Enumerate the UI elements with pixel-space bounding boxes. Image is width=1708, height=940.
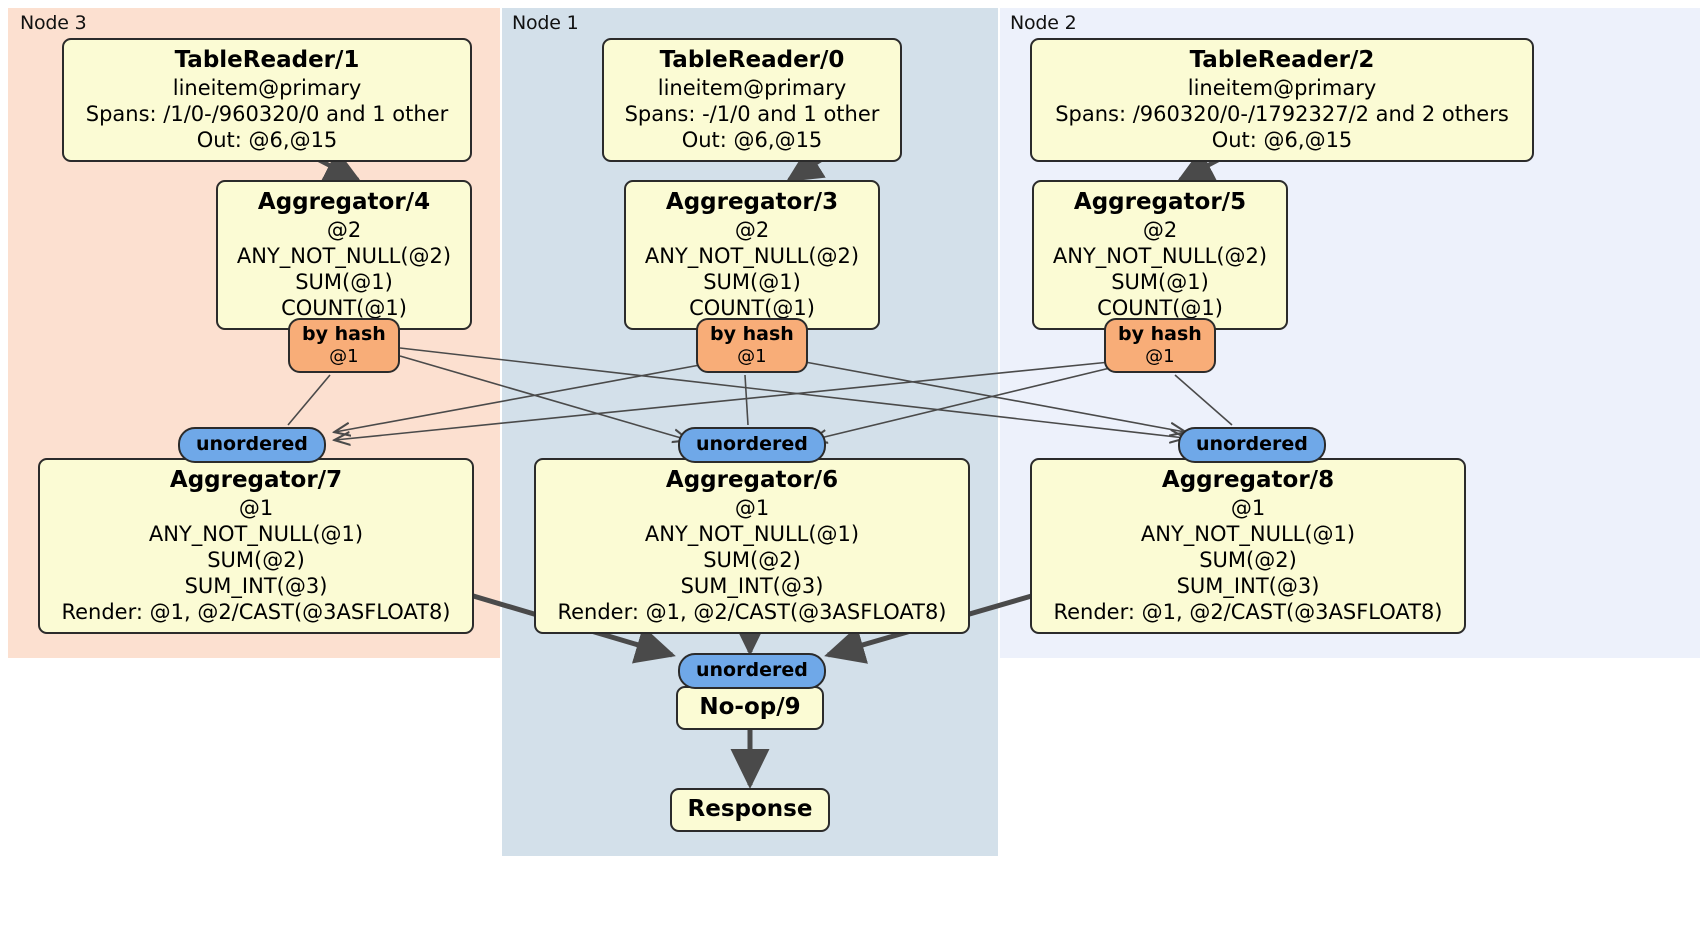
- processor-no-op-9[interactable]: No-op/9: [676, 686, 824, 730]
- processor-line: @2: [326, 218, 362, 242]
- processor-line: SUM(@1): [295, 270, 393, 294]
- synchronizer-unordered-right[interactable]: unordered: [1178, 427, 1326, 463]
- router-subtitle: @1: [737, 346, 767, 367]
- processor-line: ANY_NOT_NULL(@1): [1140, 522, 1356, 546]
- router-by-hash-right[interactable]: by hash @1: [1104, 318, 1216, 373]
- processor-line: SUM(@1): [703, 270, 801, 294]
- synchronizer-unordered-final[interactable]: unordered: [678, 653, 826, 689]
- processor-line: ANY_NOT_NULL(@2): [236, 244, 452, 268]
- router-by-hash-mid[interactable]: by hash @1: [696, 318, 808, 373]
- processor-title: TableReader/0: [659, 47, 845, 73]
- processor-aggregator-3[interactable]: Aggregator/3 @2 ANY_NOT_NULL(@2) SUM(@1)…: [624, 180, 880, 330]
- processor-title: Aggregator/4: [257, 189, 431, 215]
- processor-line: SUM_INT(@3): [680, 574, 824, 598]
- processor-line: Spans: /960320/0-/1792327/2 and 2 others: [1055, 102, 1509, 126]
- processor-line: lineitem@primary: [657, 76, 847, 100]
- processor-line: COUNT(@1): [1097, 296, 1223, 320]
- processor-line: Out: @6,@15: [1211, 128, 1353, 152]
- processor-line: lineitem@primary: [1187, 76, 1377, 100]
- processor-line: Render: @1, @2/CAST(@3ASFLOAT8): [61, 600, 451, 624]
- processor-table-reader-2[interactable]: TableReader/2 lineitem@primary Spans: /9…: [1030, 38, 1534, 162]
- processor-title: Aggregator/3: [665, 189, 839, 215]
- processor-title: Aggregator/7: [169, 467, 343, 493]
- processor-table-reader-0[interactable]: TableReader/0 lineitem@primary Spans: -/…: [602, 38, 902, 162]
- processor-line: COUNT(@1): [281, 296, 407, 320]
- router-title: by hash: [1118, 323, 1202, 345]
- processor-line: @1: [238, 496, 274, 520]
- processor-title: TableReader/1: [174, 47, 360, 73]
- processor-response[interactable]: Response: [670, 788, 830, 832]
- router-title: by hash: [710, 323, 794, 345]
- synchronizer-title: unordered: [1196, 433, 1308, 455]
- processor-aggregator-8[interactable]: Aggregator/8 @1 ANY_NOT_NULL(@1) SUM(@2)…: [1030, 458, 1466, 634]
- synchronizer-title: unordered: [196, 433, 308, 455]
- processor-line: SUM(@2): [703, 548, 801, 572]
- router-subtitle: @1: [329, 346, 359, 367]
- processor-title: TableReader/2: [1189, 47, 1375, 73]
- processor-line: Render: @1, @2/CAST(@3ASFLOAT8): [1053, 600, 1443, 624]
- processor-aggregator-5[interactable]: Aggregator/5 @2 ANY_NOT_NULL(@2) SUM(@1)…: [1032, 180, 1288, 330]
- processor-title: Aggregator/5: [1073, 189, 1247, 215]
- router-by-hash-left[interactable]: by hash @1: [288, 318, 400, 373]
- processor-table-reader-1[interactable]: TableReader/1 lineitem@primary Spans: /1…: [62, 38, 472, 162]
- processor-line: SUM_INT(@3): [184, 574, 328, 598]
- processor-aggregator-4[interactable]: Aggregator/4 @2 ANY_NOT_NULL(@2) SUM(@1)…: [216, 180, 472, 330]
- processor-title: Aggregator/6: [665, 467, 839, 493]
- processor-line: ANY_NOT_NULL(@1): [644, 522, 860, 546]
- processor-line: Out: @6,@15: [196, 128, 338, 152]
- processor-line: Render: @1, @2/CAST(@3ASFLOAT8): [557, 600, 947, 624]
- processor-line: ANY_NOT_NULL(@1): [148, 522, 364, 546]
- router-subtitle: @1: [1145, 346, 1175, 367]
- synchronizer-unordered-mid[interactable]: unordered: [678, 427, 826, 463]
- processor-line: @2: [734, 218, 770, 242]
- processor-line: Spans: /1/0-/960320/0 and 1 other: [85, 102, 449, 126]
- processor-title: Response: [687, 796, 813, 822]
- processor-line: lineitem@primary: [172, 76, 362, 100]
- synchronizer-unordered-left[interactable]: unordered: [178, 427, 326, 463]
- processor-aggregator-7[interactable]: Aggregator/7 @1 ANY_NOT_NULL(@1) SUM(@2)…: [38, 458, 474, 634]
- processor-line: @1: [734, 496, 770, 520]
- node-label-node2: Node 2: [1010, 12, 1077, 34]
- processor-line: SUM(@2): [1199, 548, 1297, 572]
- processor-title: Aggregator/8: [1161, 467, 1335, 493]
- processor-title: No-op/9: [699, 694, 801, 720]
- processor-line: COUNT(@1): [689, 296, 815, 320]
- processor-line: ANY_NOT_NULL(@2): [1052, 244, 1268, 268]
- processor-line: SUM_INT(@3): [1176, 574, 1320, 598]
- processor-line: @2: [1142, 218, 1178, 242]
- synchronizer-title: unordered: [696, 433, 808, 455]
- processor-line: @1: [1230, 496, 1266, 520]
- synchronizer-title: unordered: [696, 659, 808, 681]
- processor-line: Out: @6,@15: [681, 128, 823, 152]
- node-label-node1: Node 1: [512, 12, 579, 34]
- node-label-node3: Node 3: [20, 12, 87, 34]
- processor-line: SUM(@2): [207, 548, 305, 572]
- processor-line: Spans: -/1/0 and 1 other: [624, 102, 880, 126]
- processor-aggregator-6[interactable]: Aggregator/6 @1 ANY_NOT_NULL(@1) SUM(@2)…: [534, 458, 970, 634]
- processor-line: ANY_NOT_NULL(@2): [644, 244, 860, 268]
- router-title: by hash: [302, 323, 386, 345]
- processor-line: SUM(@1): [1111, 270, 1209, 294]
